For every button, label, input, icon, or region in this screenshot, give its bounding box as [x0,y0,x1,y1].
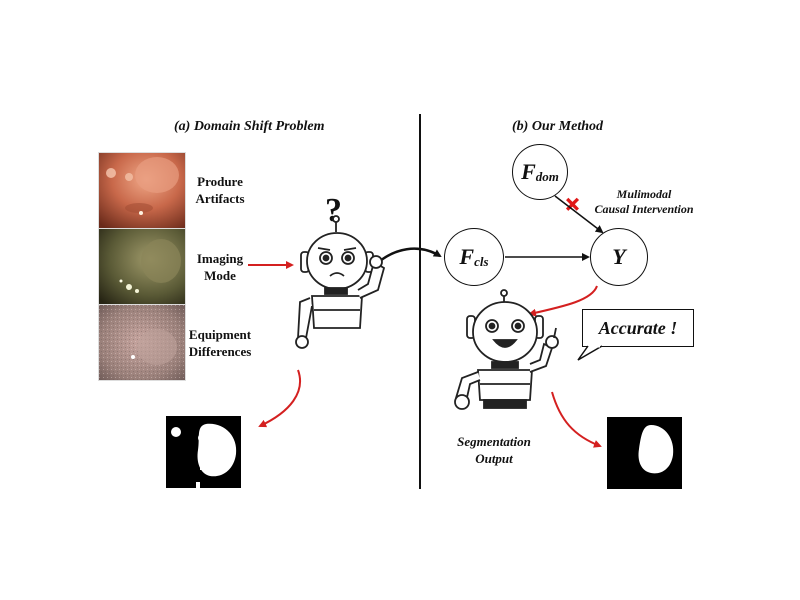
intervention-label: Mulimodal Causal Intervention [594,187,694,216]
left-panel-title: (a) Domain Shift Problem [174,119,325,134]
label-imaging-mode: Imaging Mode [196,251,244,283]
segmentation-output-label: Segmentation Output [457,434,531,466]
happy-robot [454,289,559,410]
endoscopy-image-imaging-mode [98,228,186,305]
edge-fdom-to-y [554,195,604,234]
node-y: Y [590,228,648,286]
bubble-tail [577,345,603,361]
segmentation-mask-accurate [607,417,682,489]
arrow-robot-to-output [551,391,602,448]
segmentation-mask-poor [166,416,241,488]
endoscopy-image-artifacts [98,152,186,229]
arrow-robot-to-fcls [371,247,442,269]
endoscopy-image-equipment [98,304,186,381]
right-panel-title: (b) Our Method [512,119,604,134]
confused-robot [295,215,386,349]
label-procedure-artifacts: Produre Artifacts [195,174,245,206]
arrow-robot-to-mask [258,369,301,428]
speech-bubble: Accurate ! [582,309,694,347]
arrow-y-to-robot [528,285,598,317]
label-equipment-differences: Equipment Differences [188,327,252,359]
